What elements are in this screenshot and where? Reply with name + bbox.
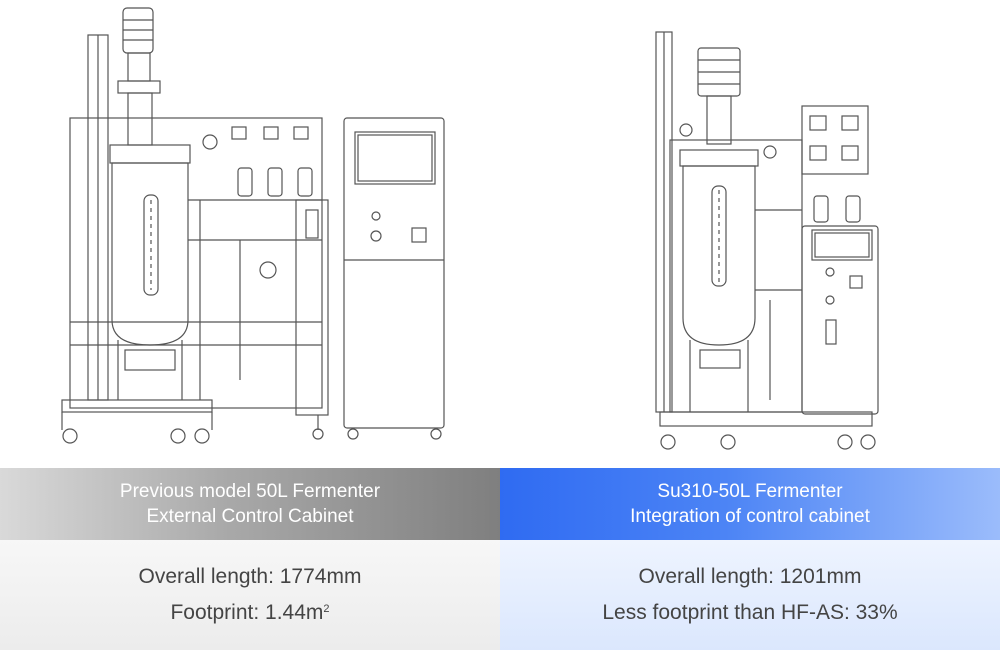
pump	[841, 145, 859, 161]
cabinet-switch	[849, 275, 863, 289]
previous-model-illustration	[0, 0, 500, 468]
pump	[263, 126, 279, 140]
cabinet-button	[825, 267, 835, 277]
previous-model-subtitle: External Control Cabinet	[146, 506, 354, 527]
wheel	[170, 428, 186, 444]
reagent-bottle	[267, 167, 283, 197]
pump	[809, 115, 827, 131]
previous-model-specs: Overall length: 1774mm Footprint: 1.44m2	[0, 540, 500, 650]
su310-footprint: Less footprint than HF-AS: 33%	[602, 601, 898, 624]
previous-model-header: Previous model 50L Fermenter External Co…	[0, 468, 500, 540]
gauge	[763, 145, 777, 159]
motor-coupling	[127, 52, 151, 82]
cabinet-screen	[354, 131, 436, 185]
external-control-cabinet	[343, 117, 445, 429]
wheel	[660, 434, 676, 450]
cabinet-switch	[411, 227, 427, 243]
vessel-body	[111, 162, 189, 346]
gauge	[202, 134, 218, 150]
su310-subtitle: Integration of control cabinet	[630, 506, 870, 527]
side-rack	[295, 199, 329, 416]
wheel	[720, 434, 736, 450]
cabinet-button	[370, 230, 382, 242]
su310-title: Su310-50L Fermenter	[657, 481, 843, 502]
reagent-bottle	[297, 167, 313, 197]
wheel	[194, 428, 210, 444]
pump	[841, 115, 859, 131]
pump	[293, 126, 309, 140]
cabinet-button	[825, 295, 835, 305]
head-plate	[109, 144, 191, 164]
reagent-bottle	[845, 195, 861, 223]
pump-panel	[801, 105, 869, 175]
previous-model-title: Previous model 50L Fermenter	[119, 481, 381, 502]
su310-illustration	[500, 0, 1000, 468]
su310-header: Su310-50L Fermenter Integration of contr…	[500, 468, 1000, 540]
su310-specs: Overall length: 1201mm Less footprint th…	[500, 540, 1000, 650]
pump	[231, 126, 247, 140]
back-frame	[69, 117, 323, 409]
footprint-unit-exponent: 2	[323, 603, 330, 615]
gauge	[259, 261, 277, 279]
previous-model-footprint-value: Footprint: 1.44m	[170, 601, 324, 624]
su310-length: Overall length: 1201mm	[638, 565, 862, 588]
vessel-body	[682, 165, 756, 346]
gauge	[679, 123, 693, 137]
base-frame	[61, 399, 213, 413]
previous-model-drawing	[61, 7, 445, 444]
pump	[809, 145, 827, 161]
cabinet-screen	[811, 229, 873, 261]
head-plate	[679, 149, 759, 167]
sight-glass	[711, 185, 727, 287]
wheel	[860, 434, 876, 450]
integrated-control-cabinet	[801, 225, 879, 415]
cabinet-button	[371, 211, 381, 221]
wheel	[837, 434, 853, 450]
sight-glass	[143, 194, 159, 296]
reagent-bottle	[813, 195, 829, 223]
previous-model-length: Overall length: 1774mm	[138, 565, 362, 588]
wheel	[62, 428, 78, 444]
reagent-bottle	[237, 167, 253, 197]
su310-drawing	[655, 31, 879, 450]
previous-model-footprint: Footprint: 1.44m2	[170, 595, 329, 631]
